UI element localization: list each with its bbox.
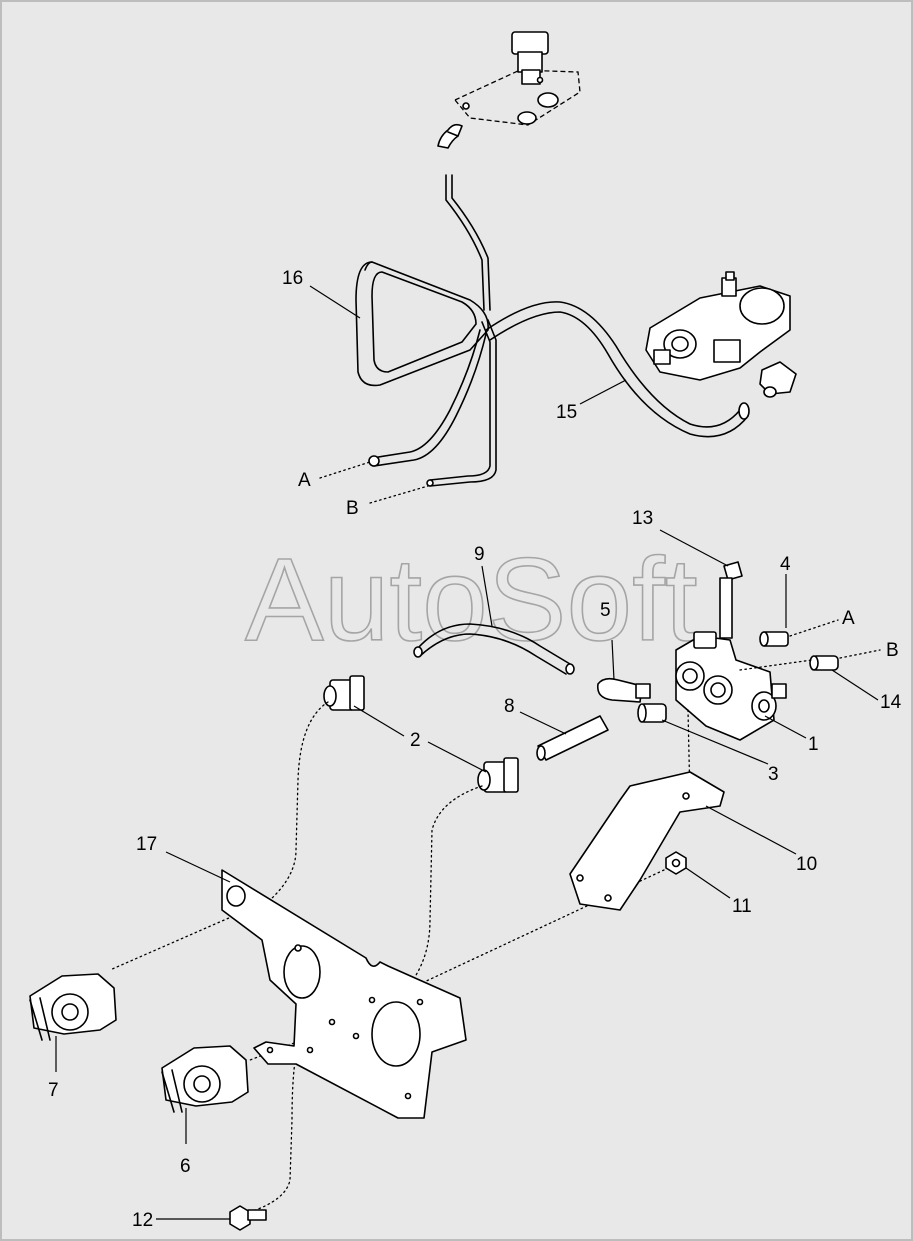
leader-17	[165, 851, 231, 883]
part-2-coupling-upper	[323, 675, 365, 711]
callout-2: 2	[410, 730, 421, 751]
part-11-nut	[665, 851, 687, 875]
part-12-bolt	[229, 1205, 267, 1231]
leader-5	[611, 639, 615, 681]
leader-b-top	[369, 485, 429, 504]
part-10-bracket	[569, 771, 725, 911]
leader-b-right	[739, 649, 881, 671]
part-15-hose	[485, 301, 750, 438]
leader-a-right	[789, 619, 839, 637]
callout-13: 13	[632, 508, 653, 529]
route-coupling-7	[109, 701, 329, 971]
leader-15	[579, 379, 627, 405]
part-17-mounting-plate	[221, 869, 467, 1119]
part-7-gladhand	[29, 973, 117, 1041]
part-9-hose	[413, 623, 575, 675]
watermark: AutoSoft	[245, 534, 698, 666]
label-a-top: A	[298, 470, 311, 491]
part-5-elbow	[596, 677, 651, 703]
relay-valve-top	[645, 271, 797, 398]
leader-16	[309, 285, 361, 319]
part-3-fitting	[637, 703, 667, 723]
part-2-coupling-lower	[477, 757, 519, 793]
callout-10: 10	[796, 854, 817, 875]
label-a-right: A	[842, 608, 855, 629]
callout-5: 5	[600, 600, 611, 621]
leader-9	[481, 565, 493, 627]
leader-2a	[353, 705, 405, 737]
callout-12: 12	[132, 1210, 153, 1231]
part-4-fitting	[759, 631, 789, 647]
callout-3: 3	[768, 764, 779, 785]
leader-14	[831, 669, 879, 701]
callout-1: 1	[808, 734, 819, 755]
part-6-gladhand	[161, 1045, 249, 1113]
top-valve-assembly	[437, 31, 581, 149]
route-coupling-6	[249, 785, 483, 1061]
part-8-hose	[536, 715, 609, 761]
callout-9: 9	[474, 544, 485, 565]
callout-15: 15	[556, 402, 577, 423]
part-1-valve	[675, 631, 787, 741]
callout-7: 7	[48, 1080, 59, 1101]
leader-11	[685, 867, 731, 899]
leader-10	[705, 805, 797, 855]
callout-4: 4	[780, 554, 791, 575]
leader-1	[764, 715, 807, 739]
callout-6: 6	[180, 1156, 191, 1177]
leader-3	[661, 719, 769, 765]
callout-8: 8	[504, 696, 515, 717]
leader-8	[519, 711, 567, 735]
leader-13	[659, 529, 729, 567]
callout-17: 17	[136, 834, 157, 855]
part-14-fitting	[809, 655, 839, 671]
callout-14: 14	[880, 692, 902, 713]
label-b-top: B	[346, 498, 359, 519]
callout-16: 16	[282, 268, 303, 289]
leader-a-top	[319, 461, 371, 479]
label-b-right: B	[886, 640, 899, 661]
leader-2b	[427, 741, 487, 773]
part-13-bolt	[719, 561, 743, 639]
callout-11: 11	[732, 896, 752, 917]
part-16-coiled-hose	[355, 174, 497, 487]
